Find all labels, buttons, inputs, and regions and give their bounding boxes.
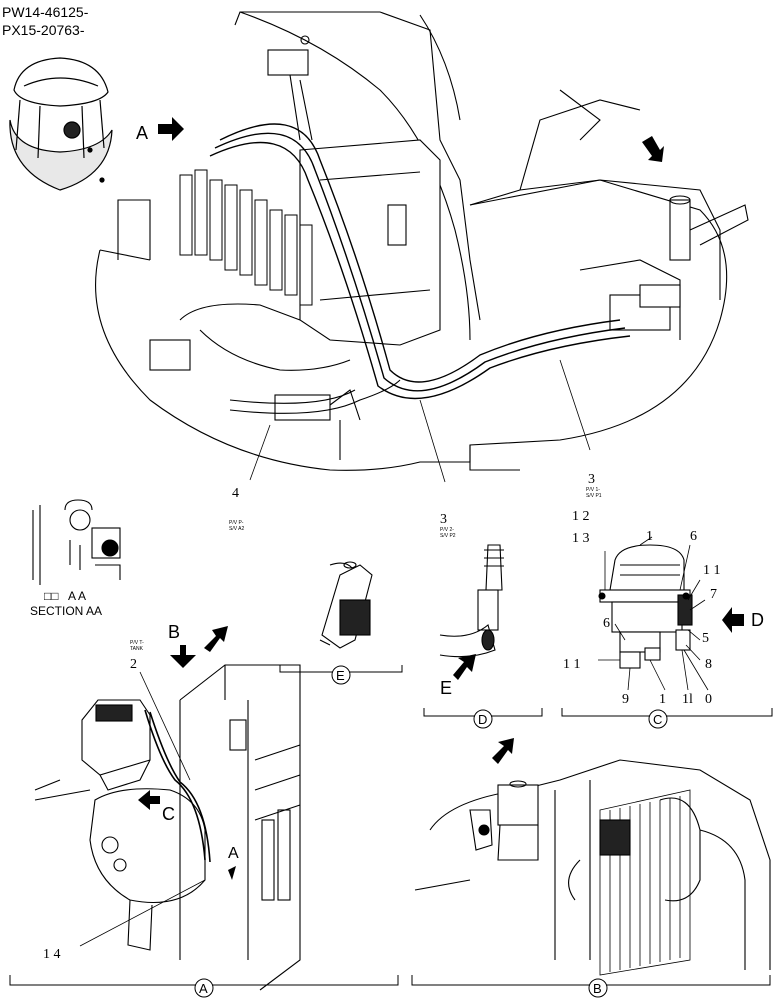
svg-text:A: A: [136, 123, 148, 143]
hose-tag-3mid-line1: P/V 2-: [440, 527, 454, 533]
detail-c-drawing: [598, 536, 709, 691]
callout-10: 0: [705, 692, 712, 707]
callout-1-bottom: 1: [659, 692, 666, 707]
detail-b-badge-label: B: [593, 981, 602, 996]
detail-d-badge-label: D: [478, 712, 487, 727]
detail-a-drawing: [34, 664, 301, 991]
callout-13: 1 3: [572, 531, 590, 546]
callout-5: 5: [702, 631, 709, 646]
callout-11-left: 1 1: [563, 657, 581, 672]
callout-6-top: 6: [690, 529, 697, 544]
callout-3-right: 3: [588, 472, 595, 487]
detail-c-bracket: [561, 708, 773, 717]
detail-d-badge: [473, 709, 493, 729]
hose-tag-2-line1: P/V T-: [130, 640, 144, 646]
hose-tag-2-line2: TANK: [130, 646, 144, 652]
flow-arrow-icon: [642, 136, 664, 162]
callout-1: 1: [646, 529, 653, 544]
callout-8: 8: [705, 657, 712, 672]
detail-c-badge-label: C: [653, 712, 662, 727]
svg-text:A: A: [228, 845, 239, 862]
view-arrow-a: A: [136, 117, 184, 143]
callout-3-mid: 3: [440, 512, 447, 527]
view-arrow-d: D: [722, 607, 764, 633]
detail-b-drawing: [414, 759, 771, 976]
detail-e-badge-label: E: [336, 668, 345, 683]
serial-range-1: PW14-46125-: [2, 4, 89, 20]
flow-arrow-icon: [492, 738, 514, 764]
machine-thumbnail: [9, 57, 113, 191]
section-aa-drawing: [32, 499, 121, 585]
view-arrow-e: E: [440, 654, 476, 698]
detail-c-badge: [648, 709, 668, 729]
section-label-caption: SECTION AA: [30, 604, 102, 618]
callout-11-top: 1 1: [703, 563, 721, 578]
callout-6-left: 6: [603, 616, 610, 631]
detail-e-drawing: [319, 561, 373, 649]
svg-text:D: D: [751, 610, 764, 630]
svg-text:E: E: [440, 678, 452, 698]
callout-7: 7: [710, 587, 717, 602]
section-label-prefix: □□: [44, 589, 59, 603]
view-arrow-b: B: [168, 622, 196, 668]
view-arrow-a-lower: A: [228, 845, 239, 880]
hose-tag-3right-line2: S/V P1: [586, 493, 602, 499]
detail-a-badge-label: A: [199, 981, 208, 996]
callout-9: 9: [622, 692, 629, 707]
callout-4: 4: [232, 486, 239, 501]
detail-d-drawing: [439, 544, 504, 658]
svg-text:B: B: [168, 622, 180, 642]
callout-14: 1 4: [43, 947, 61, 962]
serial-range-2: PX15-20763-: [2, 22, 85, 38]
callout-12: 1 2: [572, 509, 590, 524]
section-label-letters: A A: [68, 589, 86, 603]
svg-text:C: C: [162, 804, 175, 824]
hose-tag-3right-line1: P/V 1-: [586, 487, 600, 493]
flow-arrow-icon: [204, 626, 228, 652]
detail-a-badge: [194, 978, 214, 998]
hose-tag-4-line2: S/V A2: [229, 526, 245, 532]
callout-11-bottom: 1l: [682, 692, 693, 707]
detail-e-badge: [331, 665, 351, 685]
detail-b-badge: [588, 978, 608, 998]
hose-tag-3mid-line2: S/V P2: [440, 533, 456, 539]
hose-tag-4-line1: P/V P-: [229, 520, 244, 526]
callout-2: 2: [130, 657, 137, 672]
upper-structure-drawing: [95, 11, 749, 483]
view-arrow-c: C: [138, 790, 175, 824]
